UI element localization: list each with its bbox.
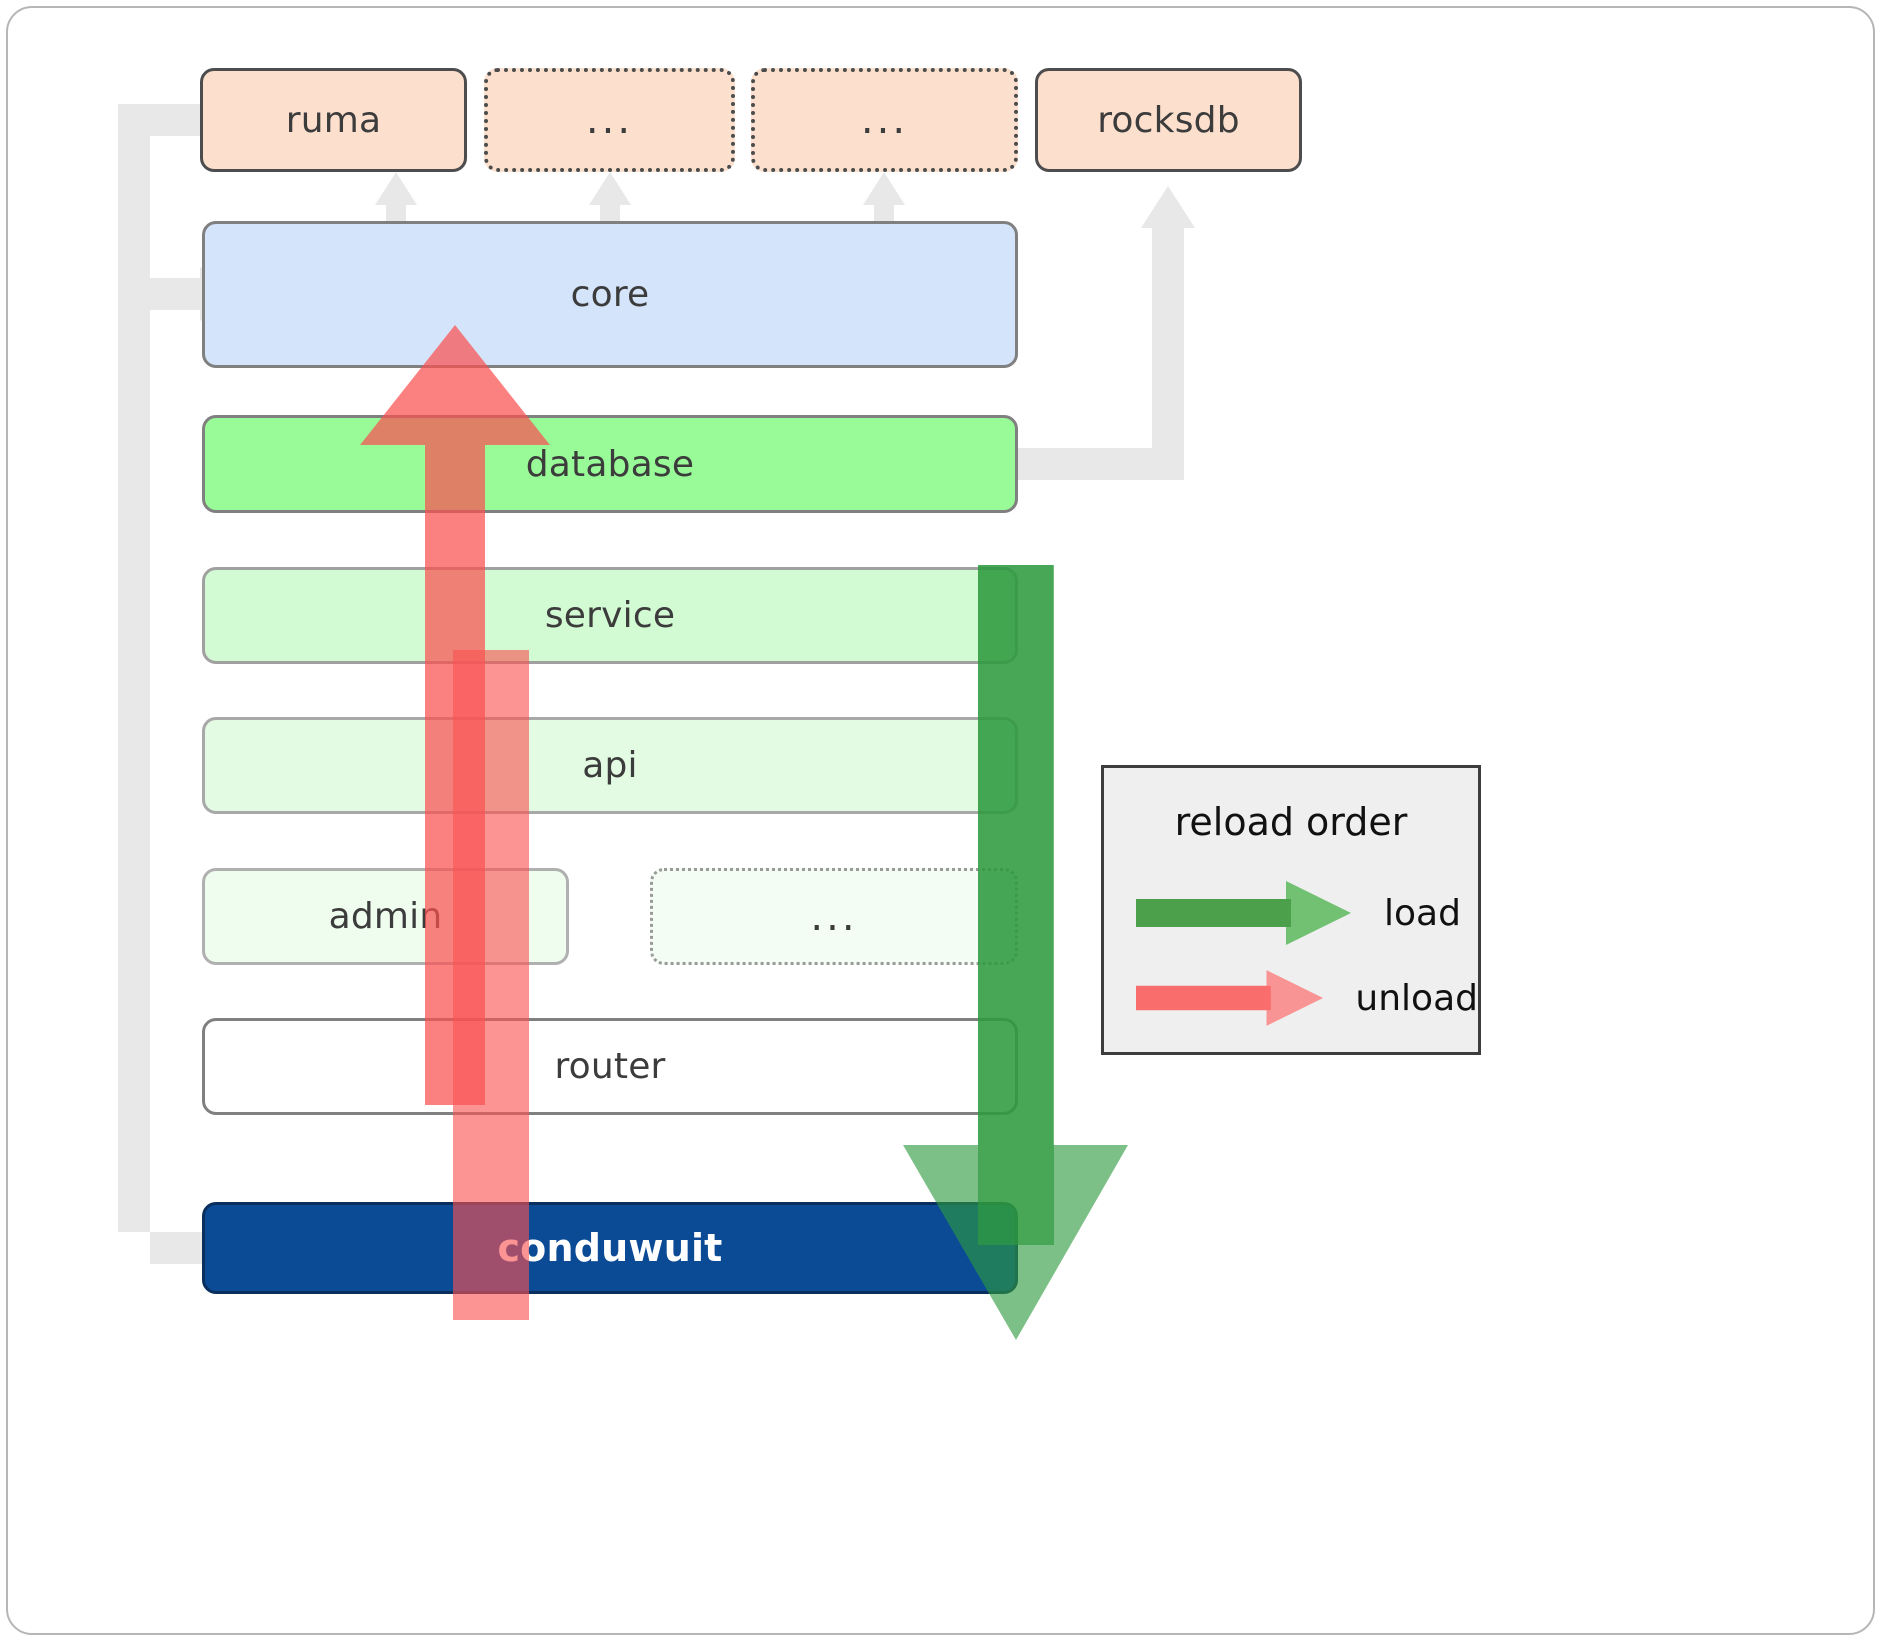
legend-row-unload: unload xyxy=(1104,963,1478,1033)
arrow-core-to-dots1-icon xyxy=(589,172,631,222)
layer-node-api[interactable]: api xyxy=(202,717,1018,814)
dependency-node-placeholder-1[interactable]: ... xyxy=(484,68,735,172)
legend-panel: reload order load unload xyxy=(1101,765,1481,1055)
root-node-conduwuit[interactable]: conduwuit xyxy=(202,1202,1018,1294)
legend-label-load: load xyxy=(1384,892,1461,934)
layer-node-admin[interactable]: admin xyxy=(202,868,569,965)
layer-label-core: core xyxy=(570,274,650,315)
legend-unload-arrow-icon xyxy=(1136,970,1324,1026)
layer-label-admin: admin xyxy=(328,896,443,937)
legend-row-load: load xyxy=(1104,878,1478,948)
root-label-conduwuit: conduwuit xyxy=(497,1226,723,1270)
layer-label-service: service xyxy=(544,595,676,636)
dependency-node-ruma[interactable]: ruma xyxy=(200,68,467,172)
layer-node-core[interactable]: core xyxy=(202,221,1018,368)
layer-node-router[interactable]: router xyxy=(202,1018,1018,1115)
dependency-node-placeholder-2[interactable]: ... xyxy=(751,68,1018,172)
arrow-core-to-ruma-icon xyxy=(375,172,417,222)
arrow-database-to-rocksdb-icon xyxy=(1018,186,1195,480)
layer-node-placeholder[interactable]: ... xyxy=(650,868,1018,965)
layer-label-api: api xyxy=(582,745,638,786)
layer-label-database: database xyxy=(525,443,695,485)
legend-load-arrow-icon xyxy=(1136,881,1351,945)
legend-label-unload: unload xyxy=(1355,977,1478,1019)
dependency-node-rocksdb[interactable]: rocksdb xyxy=(1035,68,1302,172)
arrow-conduwuit-to-ruma-icon xyxy=(118,93,243,1264)
legend-title: reload order xyxy=(1174,800,1408,844)
layer-node-service[interactable]: service xyxy=(202,567,1018,664)
layer-node-database[interactable]: database xyxy=(202,415,1018,513)
layer-label-router: router xyxy=(554,1046,666,1087)
dependency-label-ruma: ruma xyxy=(285,99,382,141)
dependency-label-rocksdb: rocksdb xyxy=(1097,99,1240,141)
arrow-core-to-dots2-icon xyxy=(863,172,905,222)
